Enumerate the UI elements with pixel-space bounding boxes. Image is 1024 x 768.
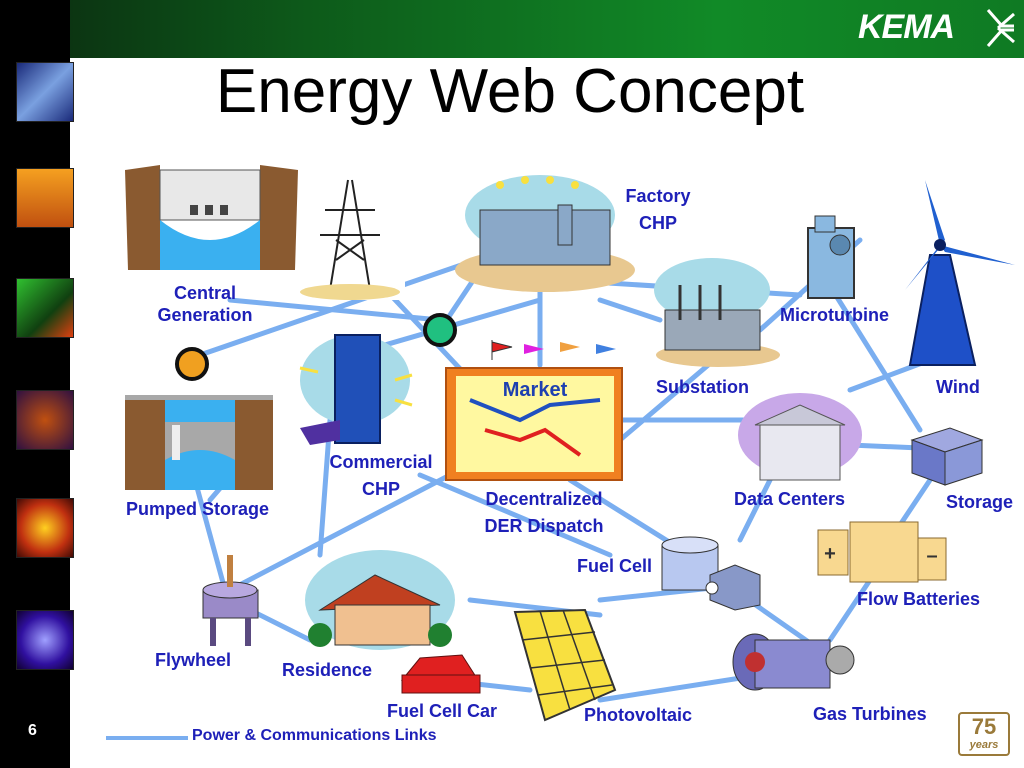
label-pumped-storage: Pumped Storage	[126, 499, 270, 519]
comm-node-green-icon	[423, 313, 457, 347]
label-gas-turbines: Gas Turbines	[813, 704, 927, 724]
label-storage: Storage	[946, 492, 1014, 512]
label-fuel-cell-car: Fuel Cell Car	[387, 701, 498, 721]
label-residence: Residence	[282, 660, 373, 680]
comm-node-orange-icon	[175, 347, 209, 381]
flywheel-icon	[202, 555, 259, 646]
svg-text:+: +	[824, 543, 836, 565]
label-microturbine: Microturbine	[780, 305, 890, 325]
label-decentralized-der-dispatch: Decentralized DER Dispatch	[484, 489, 604, 536]
commercial-chp-icon	[299, 334, 413, 445]
thumbnail-image-6	[16, 610, 74, 670]
left-sidebar: 6	[0, 0, 74, 768]
gas-turbines-icon	[732, 633, 855, 691]
label-flow-batteries: Flow Batteries	[857, 589, 981, 609]
thumbnail-image-4	[16, 390, 74, 450]
page-title: Energy Web Concept	[215, 57, 805, 126]
label-data-centers: Data Centers	[734, 489, 846, 509]
label-commercial-chp: Commercial CHP	[329, 452, 433, 499]
kema-logo: KEMA	[858, 8, 955, 46]
thumbnail-image-2	[16, 168, 74, 228]
header-bar	[0, 0, 1024, 58]
label-fuel-cell: Fuel Cell	[577, 556, 653, 576]
label-central-generation: Central Generation	[157, 283, 253, 325]
thumbnail-image-3	[16, 278, 74, 338]
anniversary-number: 75	[971, 714, 997, 739]
fuel-cell-car-icon	[400, 654, 481, 694]
anniversary-badge: 75 years	[958, 712, 1010, 756]
legend-line-swatch	[106, 736, 188, 740]
transmission-tower-icon	[300, 178, 405, 300]
label-factory-chp: Factory CHP	[625, 186, 691, 233]
pumped-storage-icon	[125, 395, 273, 490]
label-substation: Substation	[656, 377, 749, 397]
storage-icon	[910, 427, 984, 486]
market-sign-icon: Market	[445, 340, 623, 481]
label-flywheel: Flywheel	[155, 650, 232, 670]
microturbine-icon	[807, 215, 855, 299]
anniversary-word: years	[969, 739, 999, 751]
residence-icon	[305, 550, 455, 650]
substation-icon	[654, 258, 780, 367]
market-sign-text: Market	[503, 379, 568, 401]
data-centers-icon	[738, 393, 862, 481]
photovoltaic-icon	[513, 608, 617, 722]
factory-chp-icon	[455, 175, 635, 292]
fuel-cell-icon	[661, 536, 761, 611]
label-photovoltaic: Photovoltaic	[584, 705, 693, 725]
slide-number: 6	[28, 722, 37, 739]
central-generation-icon	[125, 165, 298, 270]
wind-turbine-icon	[905, 180, 1015, 366]
thumbnail-image-5	[16, 498, 74, 558]
flow-batteries-icon: + –	[817, 521, 947, 583]
label-wind: Wind	[936, 377, 980, 397]
legend-label: Power & Communications Links	[192, 727, 437, 744]
svg-text:–: –	[926, 545, 937, 567]
thumbnail-image-1	[16, 62, 74, 122]
kema-logo-mark-icon	[986, 9, 1015, 47]
